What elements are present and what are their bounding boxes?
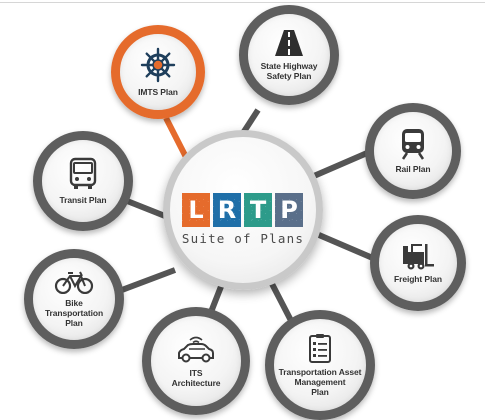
center-lrtp-logo: L R T P Suite of Plans <box>163 130 323 290</box>
ship-wheel-icon <box>140 47 176 83</box>
logo-letter-p: P <box>275 193 303 227</box>
logo-letter-l: L <box>182 193 210 227</box>
node-transit-plan[interactable]: Transit Plan <box>33 131 133 231</box>
node-label: State Highway Safety Plan <box>260 60 318 81</box>
logo-letter-r: R <box>213 193 241 227</box>
checklist-icon <box>309 333 331 363</box>
node-label: Transportation Asset Management Plan <box>278 366 362 398</box>
node-label: Bike Transportation Plan <box>44 297 104 329</box>
bus-icon <box>69 157 97 189</box>
node-rail-plan[interactable]: Rail Plan <box>365 103 461 199</box>
node-label: ITS Architecture <box>171 367 221 388</box>
node-label: Transit Plan <box>59 194 107 205</box>
node-freight-plan[interactable]: Freight Plan <box>370 215 466 311</box>
node-label: IMTS Plan <box>138 86 178 97</box>
node-its-architecture[interactable]: ITS Architecture <box>142 307 250 415</box>
logo-letter-t: T <box>244 193 272 227</box>
road-icon <box>275 29 303 56</box>
logo-subtitle: Suite of Plans <box>181 231 305 246</box>
top-rule <box>0 2 485 3</box>
train-icon <box>401 128 425 160</box>
node-label: Freight Plan <box>394 273 442 284</box>
connected-car-icon <box>178 336 214 363</box>
node-bike-transportation-plan[interactable]: Bike Transportation Plan <box>24 249 124 349</box>
bicycle-icon <box>54 271 94 294</box>
forklift-icon <box>403 243 434 270</box>
node-label: Rail Plan <box>395 163 431 174</box>
node-imts-plan[interactable]: IMTS Plan <box>111 25 205 119</box>
node-transportation-asset-management-plan[interactable]: Transportation Asset Management Plan <box>265 310 375 420</box>
node-state-highway-safety-plan[interactable]: State Highway Safety Plan <box>239 5 339 105</box>
